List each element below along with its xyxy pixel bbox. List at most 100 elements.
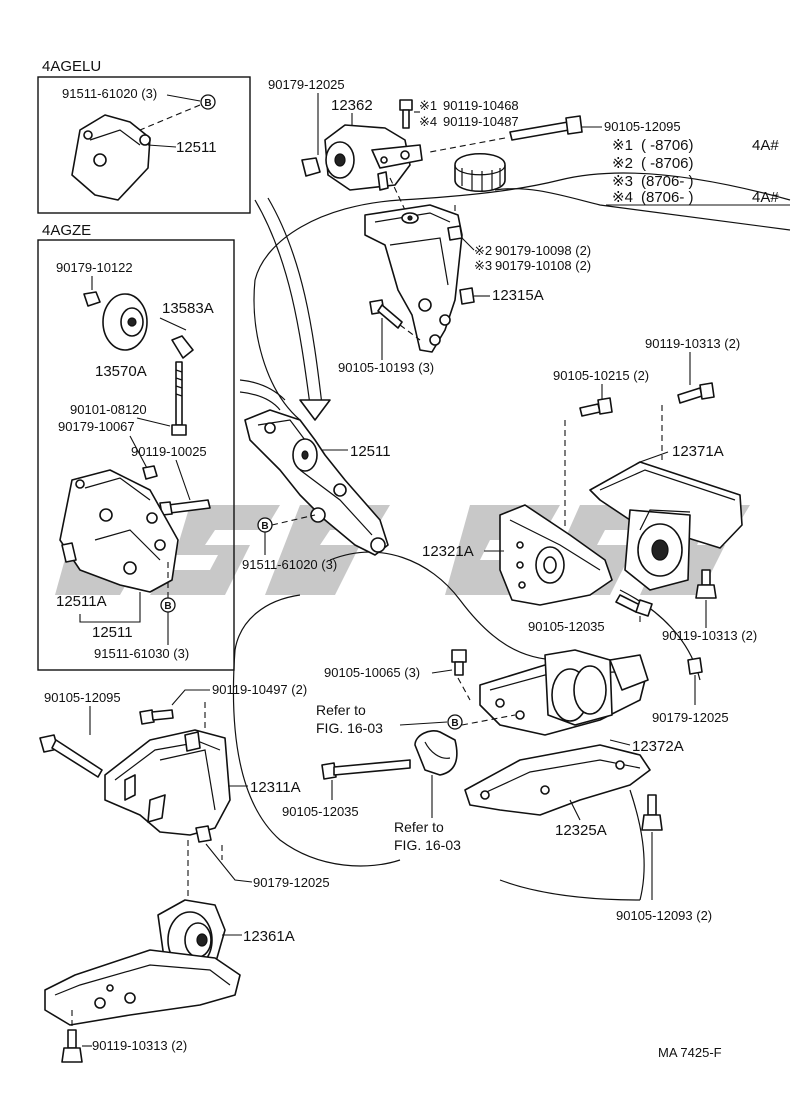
label-12511a: 12511A [56,593,107,610]
mount-12372a [479,649,649,736]
cushion-13570a [102,293,148,351]
label-90105-12093: 90105-12093 (2) [616,908,712,923]
label-90119-10313-tr: 90119-10313 (2) [645,336,740,351]
label-91511-61030: 91511-61030 (3) [94,646,189,661]
label-12372a: 12372A [632,738,684,755]
label-90105-12035-r: 90105-12035 [528,619,605,634]
label-90119-10487: 90119-10487 [443,114,519,129]
inset-4agelu: 4AGELU 91511-61020 (3) B 12511 [37,58,251,214]
legend-mark-2: ※2 [612,155,633,172]
center-mount-group: 90105-10065 (3) 12372A 90179-12025 [282,649,729,923]
label-12321a: 12321A [422,543,474,560]
label-90105-12095-top: 90105-12095 [604,119,681,134]
mount-12361a [44,899,241,1026]
date-legend: ※1 ( -8706) 4A# ※2 ( -8706) ※3 (8706- ) … [606,137,790,206]
legend-mark-4: ※4 [612,189,633,206]
section-title-4agze: 4AGZE [42,222,91,239]
label-12361a: 12361A [243,928,295,945]
bracket-12311a [104,729,231,836]
right-mount-group: 90119-10313 (2) 90105-10215 (2) 12371A [422,336,757,643]
nut-icon [687,657,703,675]
label-12325a: 12325A [555,822,607,839]
label-13583a: 13583A [162,300,214,317]
label-90105-10215: 90105-10215 (2) [553,368,649,383]
marker-1: ※1 [419,98,437,113]
bolt-icon [61,1029,83,1063]
bolt-icon [641,794,663,831]
label-90179-10067: 90179-10067 [58,419,135,434]
nut-icon [447,225,463,241]
bracket-12315a [364,204,475,353]
long-bolt-icon [39,734,103,778]
label-91511-61020-mid: 91511-61020 (3) [242,557,337,572]
refer-fig-1: FIG. 16-03 [316,720,383,736]
bolt-b-marker-icon: B [257,517,273,533]
refer-to-2: Refer to [394,819,444,835]
legend-mark-3: ※3 [612,173,633,190]
stud-bolt-icon [377,99,413,191]
bracket-12325a [464,744,651,816]
label-12511-low: 12511 [92,624,133,641]
label-90179-10122: 90179-10122 [56,260,133,275]
bolt-b-marker-icon: B [447,714,463,730]
label-12311a: 12311A [250,779,301,796]
assembly-arrow [239,197,331,421]
label-91511-61020-top: 91511-61020 (3) [62,86,157,101]
refer-to-1: Refer to [316,702,366,718]
bolt-icon [139,709,174,725]
legend-range-3: (8706- ) [641,173,694,190]
long-bolt-icon [171,361,187,436]
label-90105-12035-c: 90105-12035 [282,804,359,819]
label-90179-10108: 90179-10108 (2) [495,258,591,273]
legend-range-1: ( -8706) [641,137,694,154]
bolt-b-marker-icon: B [160,597,176,613]
label-12511-mid: 12511 [350,443,391,460]
label-12362: 12362 [331,97,373,114]
legend-note-1: 4A# [752,137,779,154]
label-90179-12025-top: 90179-12025 [268,77,345,92]
label-12315a: 12315A [492,287,544,304]
label-90119-10313-r: 90119-10313 (2) [662,628,757,643]
bolt-icon [451,649,467,676]
nut-icon [83,291,101,307]
marker-3: ※3 [474,258,492,273]
filler-cap [454,153,506,192]
label-90105-12095-l: 90105-12095 [44,690,121,705]
legend-note-4: 4A# [752,189,779,206]
nut-icon [195,825,212,843]
mount-12371a [589,461,743,591]
left-mount-group: 90105-12095 90119-10497 (2) 12311A 90179… [39,682,330,1063]
label-90179-12025-r: 90179-12025 [652,710,729,725]
clamp-fig-16-03 [414,730,458,776]
legend-mark-1: ※1 [612,137,633,154]
nut-icon [142,465,158,480]
bracket-12321a [499,504,613,606]
bolt-icon [695,569,717,599]
label-12511-top: 12511 [176,139,217,156]
label-90179-12025-l: 90179-12025 [253,875,330,890]
figure-code: MA 7425-F [658,1045,722,1060]
top-mount-group: 90179-12025 12362 ※1 90119-10468 ※4 9011… [268,77,681,375]
svg-text:B: B [261,521,268,532]
bracket-12511a [59,469,179,593]
label-90105-10065: 90105-10065 (3) [324,665,420,680]
label-90101-08120: 90101-08120 [70,402,147,417]
svg-text:B: B [451,718,458,729]
label-13570a: 13570A [95,363,147,380]
refer-fig-2: FIG. 16-03 [394,837,461,853]
marker-2: ※2 [474,243,492,258]
bolt-icon [579,397,613,417]
inset-4agze: 4AGZE 90179-10122 13583A 13570A 90101-08… [37,222,235,671]
dowel-icon [61,542,77,563]
legend-range-4: (8706- ) [641,189,694,206]
sleeve-13583a [171,335,194,359]
label-12371a: 12371A [672,443,724,460]
long-bolt-icon [509,115,583,141]
section-title-4agelu: 4AGELU [42,58,101,75]
svg-text:B: B [204,98,211,109]
label-90179-10098: 90179-10098 (2) [495,243,591,258]
bolt-b-marker-icon: B [200,94,216,110]
legend-range-2: ( -8706) [641,155,694,172]
rear-bracket-12511 [244,409,389,556]
bolt-icon [369,299,403,329]
